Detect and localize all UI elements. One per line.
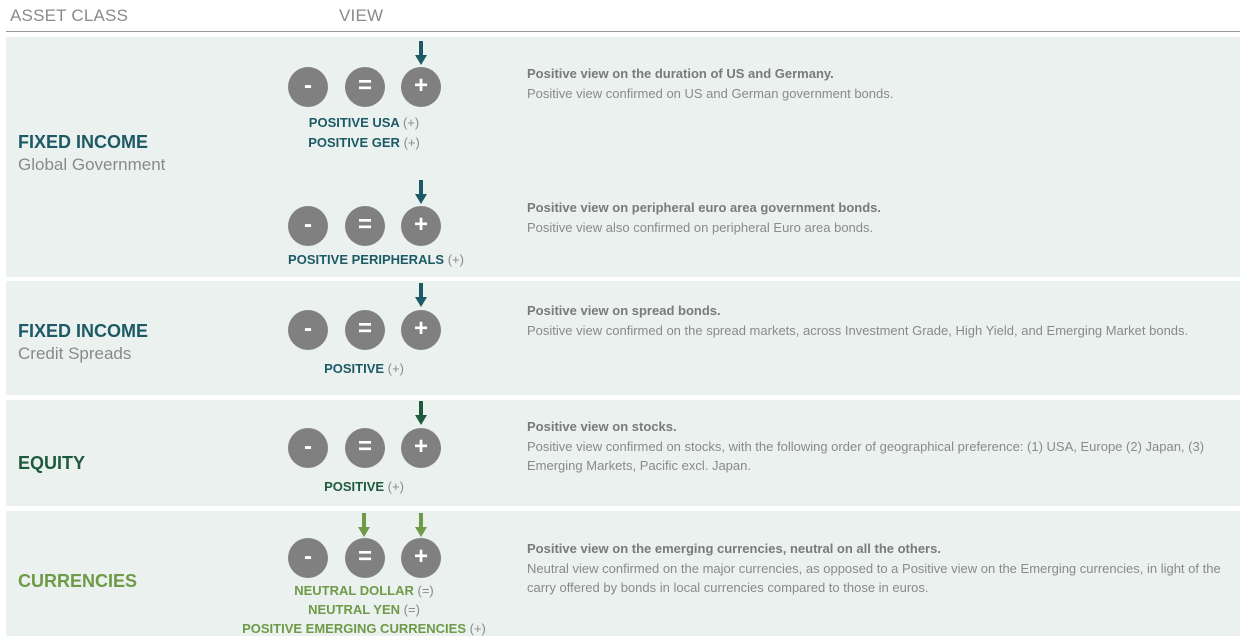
view-label-text: NEUTRAL YEN [308,602,401,617]
view-label-text: POSITIVE EMERGING CURRENCIES [242,621,467,636]
neutral-view-icon: = [345,538,385,578]
description-title: Positive view on spread bonds. [527,303,721,318]
view-label: NEUTRAL DOLLAR (=) [244,581,484,600]
negative-view-icon: - [288,67,328,107]
view-label-symbol: (+) [387,361,404,376]
view-label: POSITIVE EMERGING CURRENCIES (+) [232,619,496,638]
view-label-symbol: (+) [447,252,464,267]
view-label-symbol: (+) [469,621,486,636]
header-divider [6,31,1240,32]
view-label-text: POSITIVE USA [308,115,400,130]
view-header: VIEW [339,6,384,25]
description-title: Positive view on the duration of US and … [527,66,834,81]
negative-view-icon: - [288,310,328,350]
view-description: Positive view on spread bonds. Positive … [527,301,1227,340]
asset-class-label: FIXED INCOME Global Government [18,131,165,177]
asset-class-subtitle: Credit Spreads [18,344,132,363]
asset-class-subtitle: Global Government [18,155,166,174]
view-label-symbol: (+) [387,479,404,494]
view-label-text: POSITIVE GER [308,135,400,150]
description-body: Neutral view confirmed on the major curr… [527,560,1221,596]
view-description: Positive view on peripheral euro area go… [527,198,1227,237]
description-body: Positive view also confirmed on peripher… [527,219,874,235]
view-label-text: NEUTRAL DOLLAR [294,583,414,598]
positive-view-icon: + [401,67,441,107]
positive-view-icon: + [401,206,441,246]
view-label-text: POSITIVE [324,479,385,494]
negative-view-icon: - [288,206,328,246]
view-label-symbol: (=) [417,583,434,598]
down-arrow-icon [415,513,427,538]
view-description: Positive view on stocks. Positive view c… [527,417,1227,476]
description-title: Positive view on the emerging currencies… [527,541,941,556]
down-arrow-icon [415,180,427,205]
view-label: POSITIVE GER (+) [264,133,464,152]
view-description: Positive view on the emerging currencies… [527,539,1227,598]
positive-view-icon: + [401,538,441,578]
asset-class-name: EQUITY [18,453,86,473]
down-arrow-icon [358,513,370,538]
description-body: Positive view confirmed on US and German… [527,85,894,101]
negative-view-icon: - [288,428,328,468]
asset-class-label: FIXED INCOME Credit Spreads [18,320,148,366]
view-label: POSITIVE PERIPHERALS (+) [264,250,488,269]
asset-class-label: EQUITY [18,452,85,474]
positive-view-icon: + [401,428,441,468]
description-title: Positive view on peripheral euro area go… [527,200,881,215]
description-body: Positive view confirmed on stocks, with … [527,438,1205,474]
neutral-view-icon: = [345,310,385,350]
view-label-symbol: (+) [403,135,420,150]
asset-class-name: FIXED INCOME [18,132,149,152]
view-label-symbol: (+) [402,115,420,130]
negative-view-icon: - [288,538,328,578]
view-label-symbol: (=) [403,602,420,617]
view-label-text: POSITIVE PERIPHERALS [288,252,445,267]
view-description: Positive view on the duration of US and … [527,64,1227,103]
view-label: POSITIVE USA (+) [264,113,464,132]
view-label: NEUTRAL YEN (=) [244,600,484,619]
asset-class-name: CURRENCIES [18,571,138,591]
view-label-text: POSITIVE [324,361,385,376]
asset-class-label: CURRENCIES [18,570,137,592]
neutral-view-icon: = [345,67,385,107]
asset-class-name: FIXED INCOME [18,321,149,341]
view-label: POSITIVE (+) [264,477,464,496]
view-label: POSITIVE (+) [264,359,464,378]
section-fixed-income-credit [6,281,1240,395]
section-fixed-income-government [6,37,1240,277]
positive-view-icon: + [401,310,441,350]
description-body: Positive view confirmed on the spread ma… [527,322,1189,338]
description-title: Positive view on stocks. [527,419,677,434]
down-arrow-icon [415,283,427,308]
section-currencies [6,511,1240,636]
table-header: ASSET CLASS VIEW [0,0,1245,32]
down-arrow-icon [415,41,427,66]
section-equity [6,400,1240,506]
neutral-view-icon: = [345,206,385,246]
neutral-view-icon: = [345,428,385,468]
asset-class-header: ASSET CLASS [10,6,129,25]
down-arrow-icon [415,401,427,426]
